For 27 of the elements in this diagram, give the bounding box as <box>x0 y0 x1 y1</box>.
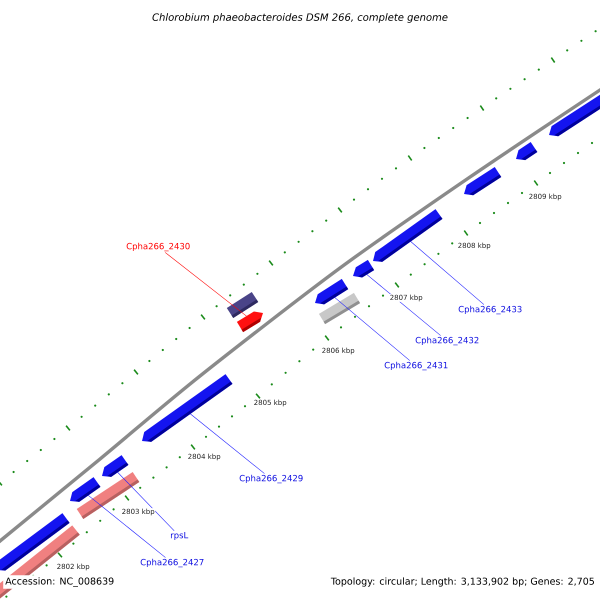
leader-line <box>117 472 175 532</box>
gene-block <box>516 142 538 160</box>
leader-line <box>164 252 247 316</box>
gene-block <box>549 92 600 136</box>
gene-block <box>318 292 360 324</box>
gene-block <box>102 455 128 477</box>
leader-line <box>88 495 166 558</box>
gene-label: Cpha266_2432 <box>416 336 478 346</box>
gene-block <box>315 278 348 304</box>
gene-block <box>236 312 263 332</box>
genome-info-text: Topology: circular; Length: 3,133,902 bp; Genes: 2,705 <box>328 575 597 589</box>
gene-block <box>464 166 502 196</box>
accession-text: Accession: NC_008639 <box>3 575 116 589</box>
gene-label: rpsL <box>170 532 188 540</box>
title: Chlorobium phaeobacteroides DSM 266, complete genome <box>152 13 448 23</box>
gene-block <box>373 209 442 262</box>
leader-line <box>190 414 265 474</box>
gene-label: Cpha266_2431 <box>384 362 448 370</box>
gene-block <box>142 374 232 442</box>
gene-label: Cpha266_2429 <box>240 474 303 484</box>
leader-line <box>334 297 410 361</box>
gene-label: Cpha266_2430 <box>126 242 190 252</box>
gene-label: Cpha266_2427 <box>140 558 204 568</box>
gene-block <box>353 260 374 278</box>
leader-line <box>366 274 441 336</box>
gene-label: Cpha266_2433 <box>458 306 522 314</box>
leader-line <box>410 241 484 305</box>
